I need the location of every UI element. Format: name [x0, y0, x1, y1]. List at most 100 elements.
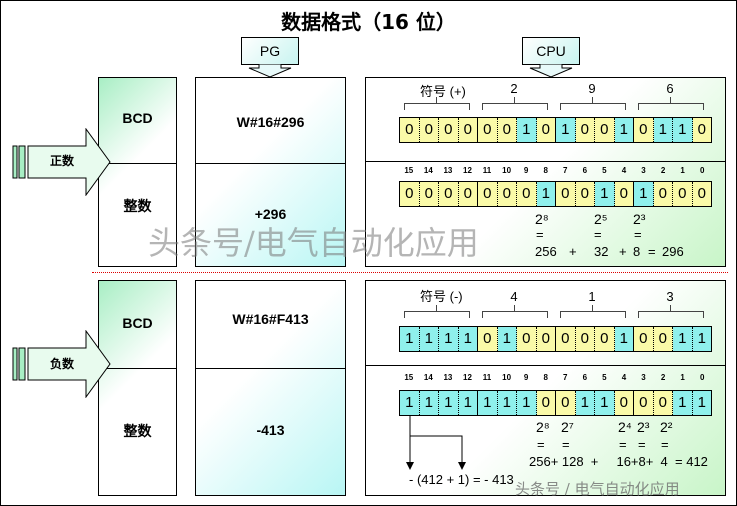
bit-cell: 0 — [536, 327, 556, 351]
bit-number: 2 — [660, 373, 666, 382]
bit-cell: 1 — [692, 391, 711, 415]
bit-number: 10 — [502, 373, 512, 382]
bit-cell: 0 — [478, 182, 498, 206]
bit-number: 13 — [443, 166, 453, 175]
positive-pg-panel: W#16#296 +296 — [195, 77, 346, 267]
sum-op: = — [648, 244, 656, 259]
bit-number: 2 — [660, 166, 666, 175]
bit-cell: 1 — [458, 391, 478, 415]
bit-number: 0 — [699, 166, 705, 175]
bit-cell: 0 — [634, 391, 654, 415]
bit-number: 9 — [523, 373, 529, 382]
negative-arrow-label: 负数 — [50, 357, 75, 371]
equals: = — [562, 437, 570, 452]
bit-cell: 0 — [575, 182, 595, 206]
equals: = — [536, 227, 544, 242]
pg-label: PG — [241, 37, 299, 65]
bit-number: 5 — [602, 373, 607, 382]
bit-cell: 1 — [517, 118, 537, 142]
bracket — [638, 305, 704, 318]
nibble-label: 4 — [510, 289, 518, 304]
bit-number: 15 — [404, 166, 414, 175]
bit-cell: 1 — [653, 118, 673, 142]
complement-arrows — [406, 416, 466, 470]
bit-number: 3 — [641, 373, 646, 382]
bracket — [482, 97, 548, 110]
sign-label: 符号 (-) — [420, 289, 463, 304]
sum-term: 32 — [594, 244, 609, 259]
bit-cell: 1 — [556, 118, 576, 142]
bit-cell: 1 — [439, 327, 459, 351]
bit-cell: 0 — [653, 182, 673, 206]
bracket — [404, 305, 470, 318]
power: 2⁷ — [561, 419, 574, 435]
bit-cell: 1 — [400, 391, 420, 415]
bit-cell: 1 — [673, 327, 693, 351]
power: 2⁸ — [536, 419, 550, 435]
bit-cell: 0 — [478, 118, 498, 142]
bracket — [482, 305, 548, 318]
bit-cell: 1 — [634, 182, 654, 206]
section-divider — [92, 272, 728, 273]
nibble-label: 2 — [510, 81, 518, 96]
bit-number: 11 — [482, 373, 492, 382]
bit-cell: 0 — [439, 118, 459, 142]
sum-expression: 256+ 128 + 16+8+ 4 = 412 — [529, 454, 708, 469]
power: 2⁴ — [618, 419, 632, 435]
bit-cell: 1 — [458, 327, 478, 351]
integer-label: 整数 — [123, 198, 152, 214]
bit-number: 8 — [543, 373, 548, 382]
negative-type-panel: BCD 整数 — [98, 280, 177, 496]
bit-number: 6 — [582, 373, 588, 382]
negative-arrow-icon — [12, 330, 111, 398]
equals: = — [537, 437, 545, 452]
bit-cell: 0 — [497, 118, 517, 142]
bracket — [638, 97, 704, 110]
nibble-label: 3 — [666, 289, 674, 304]
bit-number: 6 — [582, 166, 588, 175]
positive-arrow-label: 正数 — [50, 154, 75, 168]
bit-number: 10 — [502, 166, 512, 175]
bit-cell: 1 — [595, 391, 615, 415]
bit-cell: 0 — [595, 118, 615, 142]
sum-op: + — [569, 244, 577, 259]
bit-cell: 0 — [634, 118, 654, 142]
sign-label: 符号 (+) — [420, 84, 466, 99]
bit-number: 13 — [443, 373, 453, 382]
bit-cell: 0 — [575, 118, 595, 142]
bit-number: 4 — [621, 166, 627, 175]
watermark: 头条号/电气自动化应用 — [148, 224, 479, 262]
bit-cell: 0 — [692, 182, 711, 206]
bit-cell: 1 — [692, 327, 711, 351]
bit-cell: 0 — [400, 118, 420, 142]
nibble-label: 6 — [666, 81, 674, 96]
bit-cell: 1 — [595, 182, 615, 206]
bit-cell: 1 — [497, 327, 517, 351]
bracket — [404, 97, 470, 110]
bit-cell: 1 — [673, 118, 693, 142]
bit-cell: 1 — [614, 327, 634, 351]
bit-number: 1 — [680, 166, 685, 175]
sum-term: 256 — [535, 244, 557, 259]
equals: = — [661, 437, 669, 452]
positive-cpu-panel — [365, 77, 726, 267]
bit-cell: 0 — [556, 182, 576, 206]
bcd-value: W#16#F413 — [232, 311, 309, 327]
bit-number: 7 — [563, 373, 568, 382]
bit-cell: 0 — [556, 327, 576, 351]
negative-pg-panel: W#16#F413 -413 — [195, 280, 346, 496]
negative-cpu-panel — [365, 280, 726, 496]
bit-cell: 0 — [575, 327, 595, 351]
bit-cell: 0 — [595, 327, 615, 351]
bit-cell: 0 — [653, 391, 673, 415]
bit-cell: 0 — [400, 182, 420, 206]
bit-cell: 0 — [439, 182, 459, 206]
bit-number: 9 — [523, 166, 529, 175]
bit-number: 0 — [699, 373, 705, 382]
equals: = — [619, 437, 627, 452]
sum-op: + — [619, 244, 627, 259]
bit-cell: 0 — [556, 391, 576, 415]
